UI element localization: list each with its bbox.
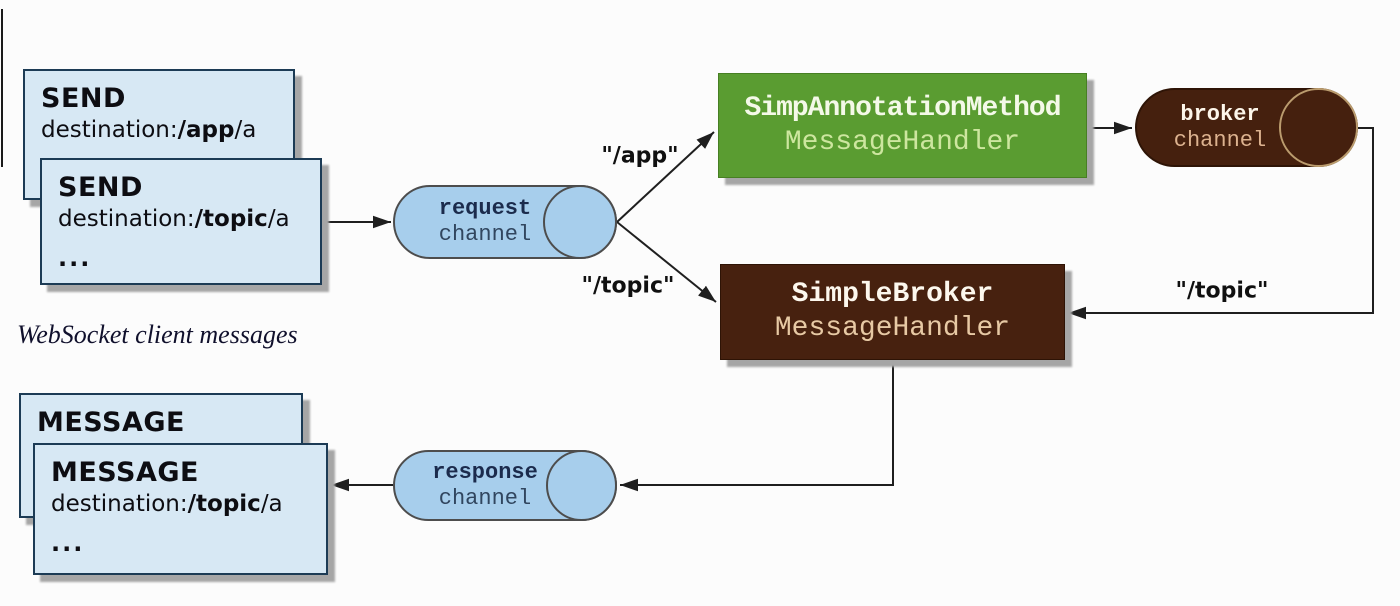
destination-prefix: destination: [41,117,178,143]
frame-destination: destination:/app/a [41,115,293,146]
destination-path: /topic [194,206,268,232]
simple-broker-handler-box: SimpleBroker MessageHandler [720,264,1065,360]
broker-channel-cylinder: broker channel [1135,88,1358,167]
handler-type: MessageHandler [774,313,1011,344]
destination-suffix: /a [260,491,283,517]
handler-type: MessageHandler [784,126,1021,158]
frame-ellipsis: ... [58,244,92,272]
frame-title: SEND [58,172,143,203]
destination-suffix: /a [234,117,257,143]
route-label-app: "/app" [601,143,679,169]
frame-destination: destination:/topic/a [51,489,326,520]
channel-label: response channel [395,452,575,519]
destination-path: /app [177,117,235,143]
channel-name: request [438,196,532,221]
destination-prefix: destination: [51,491,188,517]
channel-name: broker [1180,101,1260,127]
frame-title: SEND [41,83,126,114]
channel-label: broker channel [1137,90,1303,165]
channel-word: channel [438,222,532,247]
message-frame-card-front: MESSAGE destination:/topic/a ... [33,443,328,575]
frame-destination: destination:/topic/a [58,204,320,235]
cylinder-cap [543,185,617,259]
frame-title: MESSAGE [37,407,185,438]
channel-word: channel [1173,127,1267,153]
destination-prefix: destination: [58,206,195,232]
arrow-simple-broker-to-response-channel [620,360,894,492]
frame-title: MESSAGE [51,457,199,488]
frame-ellipsis: ... [51,529,85,557]
destination-path: /topic [187,491,261,517]
channel-name: response [432,459,538,485]
websocket-caption: WebSocket client messages [17,320,298,349]
channel-label: request channel [395,187,575,257]
cylinder-cap [546,450,617,521]
route-label-topic-broker: "/topic" [1175,278,1269,304]
response-channel-cylinder: response channel [393,450,617,521]
destination-suffix: /a [267,206,290,232]
annotation-method-handler-box: SimpAnnotationMethod MessageHandler [718,73,1087,178]
handler-name: SimpAnnotationMethod [744,92,1061,124]
channel-word: channel [438,485,532,511]
crop-edge-line [1,9,3,167]
request-channel-cylinder: request channel [393,185,617,259]
send-frame-card-front: SEND destination:/topic/a ... [40,158,322,285]
route-label-topic-request: "/topic" [581,273,675,299]
handler-name: SimpleBroker [791,279,994,310]
